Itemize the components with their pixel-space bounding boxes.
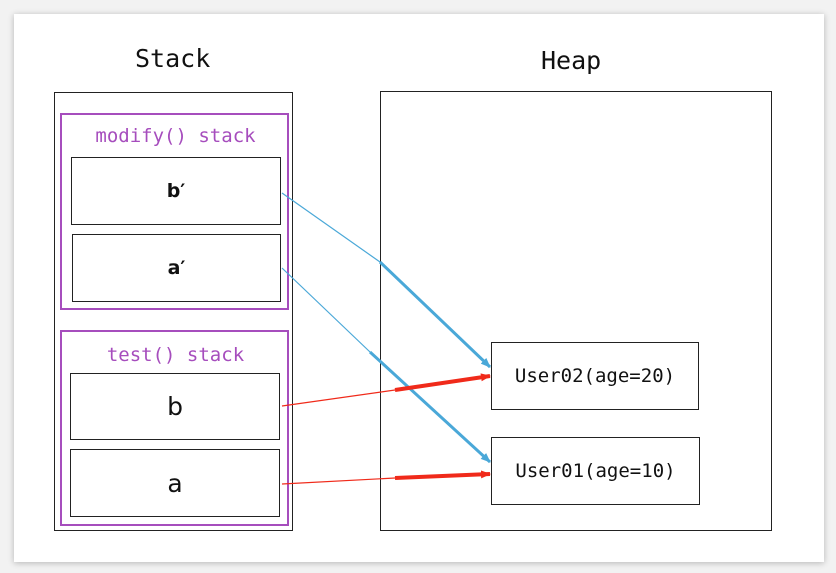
heap-object-user01: User01(age=10): [491, 437, 700, 505]
stack-box: [54, 92, 293, 531]
arrow-a-prime-to-user01: [368, 350, 492, 464]
arrow-a-to-user01-tail: [281, 477, 396, 485]
arrow-b-to-user02: [394, 373, 491, 392]
var-label-a: a: [167, 468, 183, 498]
modify-stack-label: modify() stack: [95, 125, 256, 147]
arrow-b-prime-to-user02: [378, 260, 492, 369]
var-slot-b-prime: b′: [71, 157, 281, 225]
arrow-b-prime-to-user02-tail: [281, 192, 381, 263]
heap-object-user02: User02(age=20): [491, 342, 699, 410]
modify-stack-frame: [60, 113, 289, 310]
test-stack-label: test() stack: [106, 344, 245, 366]
arrow-a-prime-to-user01-tail: [281, 267, 371, 353]
var-slot-a-prime: a′: [72, 234, 281, 302]
var-label-b: b: [167, 392, 183, 421]
stack-title: Stack: [135, 44, 211, 73]
arrow-b-to-user02-tail: [281, 389, 396, 407]
var-label-a-prime: a′: [167, 257, 186, 279]
heap-box: [380, 91, 772, 531]
var-slot-a: a: [70, 449, 280, 517]
arrow-a-to-user01: [394, 470, 491, 480]
heap-title: Heap: [541, 46, 602, 75]
var-label-b-prime: b′: [166, 180, 186, 202]
var-slot-b: b: [70, 373, 280, 440]
test-stack-frame: [60, 330, 289, 526]
